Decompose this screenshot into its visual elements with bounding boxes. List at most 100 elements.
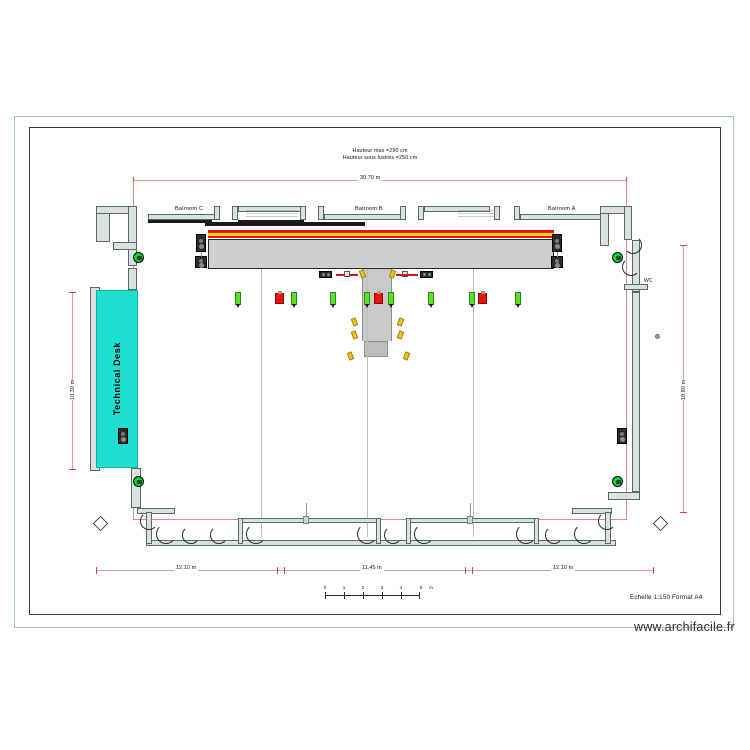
- fixture-green-3: [330, 292, 336, 308]
- technical-desk[interactable]: Technical Desk: [96, 290, 138, 468]
- scale-tick-1: [344, 592, 345, 599]
- door-bottom-3[interactable]: [210, 526, 228, 544]
- door-bottom-7[interactable]: [414, 524, 434, 544]
- speaker-front-left: [319, 271, 332, 278]
- wall-bottom-bay-1: [240, 518, 380, 523]
- door-bottom-left-corner[interactable]: [140, 512, 158, 530]
- speaker-left-main: [196, 234, 206, 252]
- alcove-1-line-c: [246, 216, 298, 217]
- bay-2-hanger: [470, 503, 471, 519]
- stage-edge-red: [208, 230, 554, 233]
- scale-label-5: 5: [419, 585, 423, 590]
- wall-alcove-2-head: [424, 206, 490, 212]
- wall-alcove-1-head: [238, 206, 304, 212]
- dimension-tick-bottom-4: [653, 567, 654, 574]
- door-bottom-right-corner[interactable]: [598, 512, 616, 530]
- stage-platform: [208, 239, 554, 269]
- wall-bay-1-left: [238, 518, 243, 544]
- door-bottom-1[interactable]: [156, 524, 176, 544]
- technical-desk-label: Technical Desk: [112, 342, 122, 416]
- scale-label-1: 1: [342, 585, 346, 590]
- dimension-label-left: 10.30 m: [70, 379, 76, 400]
- wall-pier-8: [514, 206, 520, 220]
- marker-dot-right: [655, 334, 660, 339]
- door-bottom-2[interactable]: [182, 526, 200, 544]
- scale-tick-3: [382, 592, 383, 599]
- door-bottom-8[interactable]: [516, 524, 536, 544]
- dimension-label-right: 18.80 m: [681, 379, 687, 400]
- stage-edge-red-2: [208, 236, 554, 238]
- fixture-green-1: [235, 292, 241, 308]
- room-label-balroom-b: Balroom B: [355, 206, 383, 212]
- bay-1-column: [303, 516, 309, 524]
- wall-right-lower-stub: [608, 492, 640, 500]
- door-bottom-6[interactable]: [384, 526, 402, 544]
- room-label-balroom-a: Balroom A: [548, 206, 576, 212]
- door-bottom-5[interactable]: [357, 524, 377, 544]
- speaker-right-main: [552, 234, 562, 252]
- room-label-balroom-c: Balroom C: [175, 206, 204, 212]
- wall-pier-6: [418, 206, 424, 220]
- fixture-red-2: [374, 291, 383, 304]
- alcove-2-line-c: [458, 216, 500, 217]
- scale-label-2: 2: [361, 585, 365, 590]
- door-wc[interactable]: [622, 258, 640, 276]
- scale-tick-0: [325, 592, 326, 599]
- bar-right: [396, 274, 418, 276]
- dimension-tick-bottom-2b: [284, 567, 285, 574]
- ceiling-height-note: Hauteur max =290 cm Hauteur sous lustres…: [290, 148, 470, 162]
- wall-left-lower: [131, 468, 141, 508]
- fixture-red-1: [275, 291, 284, 304]
- wall-right-mid: [632, 292, 640, 492]
- dimension-line-right: [683, 245, 684, 513]
- speaker-left-stand: [201, 252, 202, 257]
- dimension-label-bottom-right: 12.10 m: [551, 565, 576, 571]
- height-chandeliers-text: Hauteur sous lustres =250 cm: [342, 155, 418, 161]
- alcove-1-line-b: [246, 213, 298, 214]
- door-bottom-4[interactable]: [246, 524, 266, 544]
- wall-balroom-b-header: [324, 214, 402, 220]
- scale-note: Echelle 1:150 Format A4: [630, 594, 703, 601]
- wall-left-upper-2: [128, 268, 137, 290]
- scale-tick-5: [419, 592, 420, 599]
- fixture-green-5: [388, 292, 394, 308]
- truss-line-center-left: [367, 269, 368, 537]
- dimension-tick-bottom-3: [465, 567, 466, 574]
- door-bottom-10[interactable]: [574, 524, 594, 544]
- speaker-front-right: [420, 271, 433, 278]
- fixture-green-4: [364, 292, 370, 308]
- dimension-tick-right-bottom: [680, 512, 687, 513]
- scale-label-3: 3: [380, 585, 384, 590]
- dimension-tick-bottom-1: [96, 567, 97, 574]
- fixture-red-3: [478, 291, 487, 304]
- wall-wc-bottom: [624, 284, 648, 290]
- speaker-left-rear: [118, 428, 128, 444]
- fixture-green-8: [515, 292, 521, 308]
- scale-tick-2: [363, 592, 364, 599]
- dimension-tick-left-bottom: [69, 469, 76, 470]
- dimension-label-top: 30.70 m: [358, 175, 383, 181]
- exit-marker-bottom-left: [133, 476, 144, 487]
- room-label-wc: WC: [644, 278, 653, 284]
- wall-pier-3: [300, 206, 306, 220]
- stage-thrust-tip: [364, 341, 388, 357]
- fixture-green-2: [291, 292, 297, 308]
- speaker-right-rear: [617, 428, 627, 444]
- exit-marker-top-right: [612, 252, 623, 263]
- wall-pier-2: [232, 206, 238, 220]
- scale-unit-label: m: [429, 585, 433, 590]
- wall-left-upper: [128, 206, 137, 266]
- scale-bar-axis: [325, 595, 420, 596]
- wall-bottom-left-stub: [137, 508, 175, 514]
- alcove-2-line-b: [458, 213, 500, 214]
- scale-bar: 0 1 2 3 4 5 m: [324, 585, 433, 602]
- wall-pier-4: [318, 206, 324, 220]
- dimension-tick-left-top: [69, 292, 76, 293]
- stage-edge-yellow: [208, 233, 554, 236]
- wall-top-right-return: [624, 206, 632, 240]
- dimension-label-bottom-left: 12.10 m: [174, 565, 199, 571]
- bay-1-hanger: [306, 503, 307, 519]
- door-bottom-9[interactable]: [545, 526, 563, 544]
- door-right-upper[interactable]: [624, 236, 642, 254]
- control-left: [344, 271, 350, 277]
